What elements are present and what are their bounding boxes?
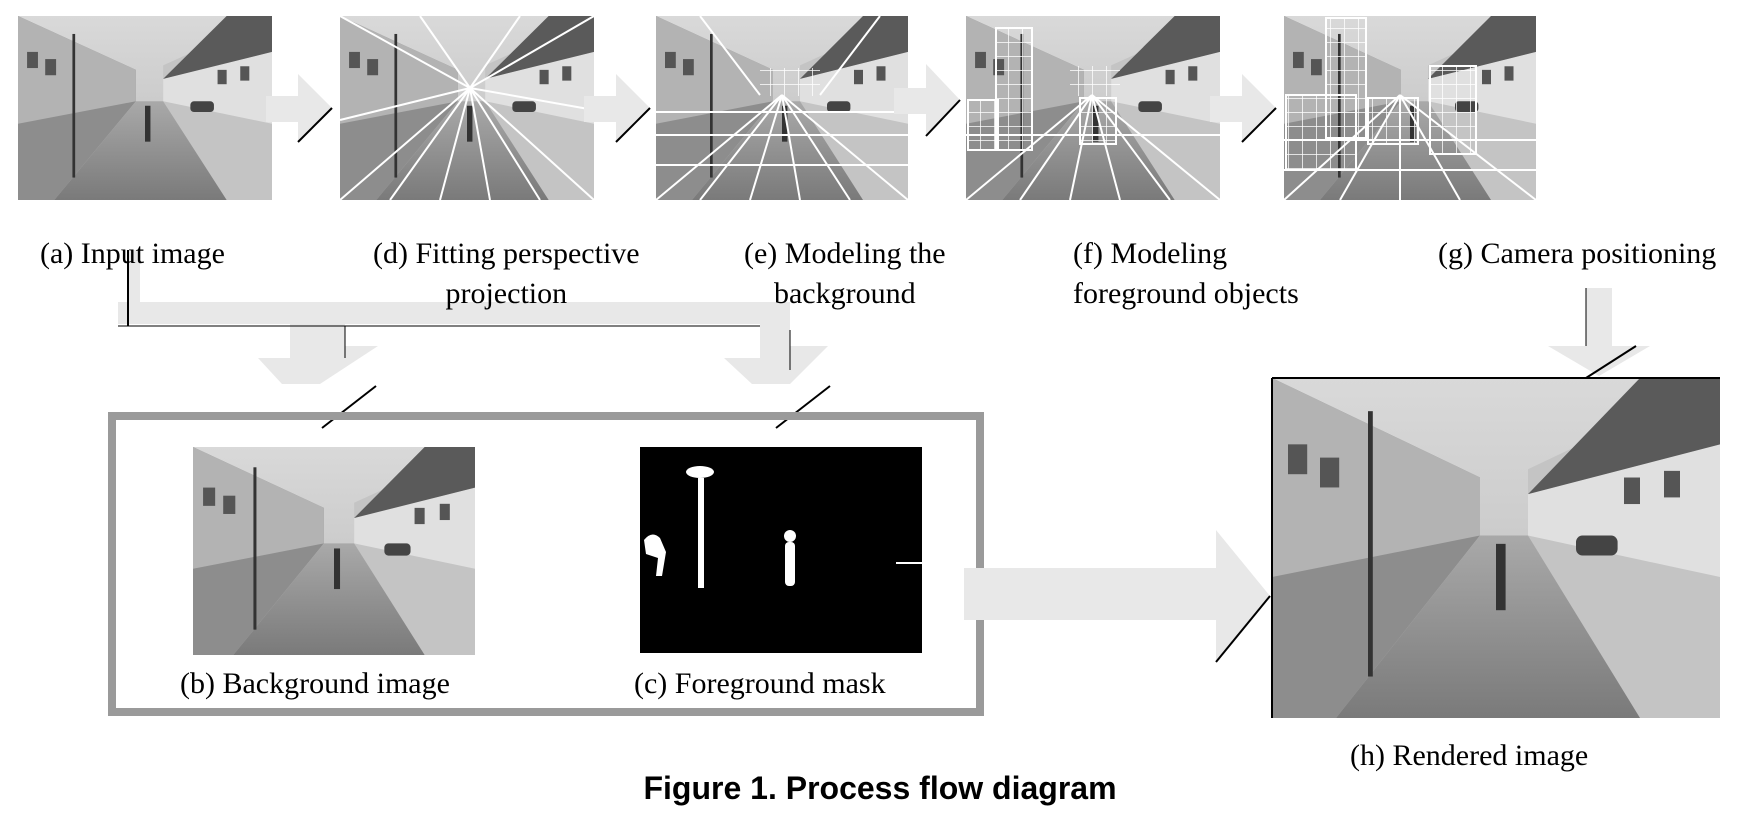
caption-modeling-background: (e) Modeling the background xyxy=(744,234,946,314)
branch-connector xyxy=(118,250,831,429)
caption-d-line1: (d) Fitting perspective xyxy=(373,237,640,270)
arrow-f-to-g xyxy=(1210,74,1277,143)
caption-background-image: (b) Background image xyxy=(180,667,450,700)
arrow-d-to-e xyxy=(584,74,651,143)
caption-input-image: (a) Input image xyxy=(40,237,225,270)
caption-fitting-perspective: (d) Fitting perspective projection xyxy=(373,234,640,314)
caption-e-line2: background xyxy=(773,277,916,310)
caption-camera-positioning: (g) Camera positioning xyxy=(1438,237,1717,270)
caption-d-line2: projection xyxy=(445,277,568,310)
bc-frame xyxy=(108,412,984,716)
arrow-a-to-d xyxy=(266,74,333,143)
figure-title: Figure 1. Process flow diagram xyxy=(643,770,1117,806)
caption-rendered-image: (h) Rendered image xyxy=(1350,739,1589,772)
arrow-to-rendered xyxy=(964,530,1271,663)
caption-foreground-mask: (c) Foreground mask xyxy=(634,667,886,700)
caption-modeling-foreground: (f) Modeling foreground objects xyxy=(1073,234,1299,314)
background-image-photo xyxy=(193,447,475,655)
arrow-e-to-f xyxy=(894,64,961,137)
arrow-g-to-h xyxy=(1548,288,1650,379)
caption-f-line2: foreground objects xyxy=(1073,277,1299,310)
perspective-fit-photo xyxy=(339,15,595,201)
foreground-mask-image xyxy=(640,447,922,653)
rendered-image-photo xyxy=(1271,377,1720,718)
foreground-model-photo xyxy=(965,16,1221,201)
background-model-photo xyxy=(655,15,909,201)
camera-positioning-photo xyxy=(1283,16,1537,201)
caption-f-line1: (f) Modeling xyxy=(1073,237,1228,270)
caption-e-line1: (e) Modeling the xyxy=(744,237,946,270)
input-image-photo xyxy=(18,16,272,200)
